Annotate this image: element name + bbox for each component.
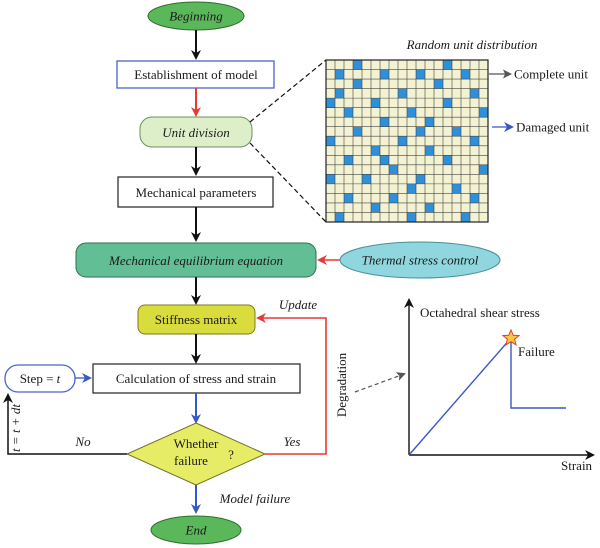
- damaged-unit-cell: [344, 155, 353, 165]
- equilibrium-node: Mechanical equilibrium equation: [75, 242, 317, 278]
- damaged-unit-cell: [479, 107, 488, 118]
- damaged-unit-cell: [407, 107, 416, 118]
- damaged-unit-cell: [425, 117, 434, 127]
- arrow-no-branch: [2, 393, 127, 455]
- damaged-unit-label: Damaged unit: [516, 120, 590, 135]
- damaged-unit-cell: [326, 136, 335, 146]
- damaged-unit-cell: [407, 183, 416, 194]
- connector-grid-bottom: [249, 142, 327, 223]
- damaged-unit-cell: [389, 193, 398, 203]
- damaged-unit-cell: [335, 69, 344, 80]
- update-label: Update: [279, 297, 318, 312]
- damaged-unit-cell: [470, 88, 479, 99]
- damaged-unit-cell: [371, 145, 380, 156]
- mechanical-parameters-node: Mechanical parameters: [117, 176, 274, 208]
- damaged-unit-cell: [443, 98, 452, 108]
- time-step-label: t = t + dt: [8, 404, 23, 452]
- damaged-unit-cell: [380, 117, 389, 127]
- thermal-stress-node: Thermal stress control: [339, 241, 501, 279]
- damaged-unit-cell: [380, 69, 389, 80]
- complete-unit-label: Complete unit: [514, 67, 588, 82]
- damaged-unit-cell: [380, 155, 389, 165]
- damaged-unit-cell: [353, 126, 362, 137]
- damaged-unit-cell: [398, 136, 407, 146]
- damaged-unit-cell: [416, 69, 425, 80]
- damaged-unit-cell: [326, 98, 335, 108]
- end-node: End: [150, 515, 242, 545]
- damaged-unit-cell: [461, 212, 470, 222]
- stress-strain-chart: Octahedral shear stress Strain Failure: [404, 298, 595, 473]
- damaged-unit-cell: [344, 193, 353, 203]
- connector-grid-top: [249, 59, 327, 123]
- stiffness-label: Stiffness matrix: [155, 312, 238, 327]
- failure-label: Failure: [518, 344, 555, 359]
- damaged-unit-cell: [425, 145, 434, 156]
- arrow-degradation-to-chart: [354, 372, 406, 393]
- damaged-unit-cell: [479, 164, 488, 175]
- damaged-unit-cell: [452, 183, 461, 194]
- chart-line: [408, 336, 566, 456]
- grid-title: Random unit distribution: [406, 37, 538, 52]
- damaged-unit-cell: [371, 98, 380, 108]
- damaged-unit-cell: [335, 88, 344, 99]
- calculation-node: Calculation of stress and strain: [92, 363, 301, 394]
- beginning-node: Beginning: [147, 1, 245, 31]
- model-failure-label: Model failure: [219, 491, 291, 506]
- damaged-unit-cell: [443, 155, 452, 165]
- decision-question-mark: ?: [228, 447, 234, 462]
- unit-division-label: Unit division: [162, 125, 230, 140]
- decision-node: Whether failure ?: [125, 422, 267, 486]
- establishment-node: Establishment of model: [116, 60, 275, 89]
- degradation-label: Degradation: [334, 352, 349, 417]
- damaged-unit-cell: [353, 60, 362, 70]
- establishment-label: Establishment of model: [134, 67, 258, 82]
- beginning-label: Beginning: [169, 9, 223, 24]
- mechanical-parameters-label: Mechanical parameters: [136, 185, 257, 200]
- damaged-unit-cell: [416, 174, 425, 184]
- damaged-unit-cell: [407, 212, 416, 222]
- failure-star-icon: [501, 328, 521, 346]
- step-node: Step = t: [4, 364, 76, 393]
- decision-label-line1: Whether: [174, 436, 219, 451]
- calculation-label: Calculation of stress and strain: [116, 371, 277, 386]
- damaged-unit-cell: [452, 126, 461, 137]
- grid-border: [325, 59, 489, 223]
- damaged-unit-cell: [425, 202, 434, 213]
- damaged-unit-cell: [371, 202, 380, 213]
- damaged-unit-cell: [470, 193, 479, 203]
- end-label: End: [185, 523, 207, 538]
- stiffness-node: Stiffness matrix: [137, 304, 256, 335]
- damaged-unit-cell: [416, 126, 425, 137]
- damaged-unit-cell: [470, 136, 479, 146]
- damaged-unit-cell: [362, 174, 371, 184]
- yes-label: Yes: [284, 434, 301, 449]
- arrow-yes-branch: [256, 313, 327, 455]
- chart-y-label: Octahedral shear stress: [420, 305, 540, 320]
- damaged-unit-cell: [389, 164, 398, 175]
- step-label: Step = t: [20, 371, 61, 386]
- no-label: No: [74, 434, 91, 449]
- unit-grid: [325, 59, 489, 223]
- damaged-unit-cell: [353, 79, 362, 89]
- damaged-unit-cell: [443, 60, 452, 70]
- damaged-unit-cell: [434, 79, 443, 89]
- thermal-stress-label: Thermal stress control: [362, 253, 479, 268]
- damaged-unit-cell: [461, 69, 470, 80]
- decision-label-line2: failure: [174, 453, 208, 468]
- damaged-unit-cell: [326, 174, 335, 184]
- unit-division-node: Unit division: [139, 116, 253, 148]
- chart-x-label: Strain: [561, 458, 593, 473]
- damaged-unit-cell: [335, 212, 344, 222]
- equilibrium-label: Mechanical equilibrium equation: [108, 253, 283, 268]
- damaged-unit-cell: [344, 107, 353, 118]
- damaged-unit-cell: [398, 88, 407, 99]
